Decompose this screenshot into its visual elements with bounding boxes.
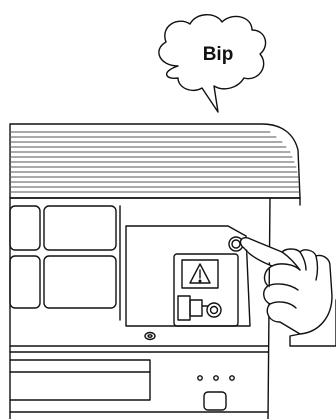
screw	[145, 333, 155, 340]
filter-panel	[10, 206, 40, 250]
signal-receiver	[204, 392, 226, 410]
indicator-light	[214, 376, 218, 380]
pointing-hand-icon	[241, 238, 336, 346]
filter-panel	[10, 256, 40, 308]
filter-panel	[44, 256, 116, 308]
filter-panel	[44, 206, 116, 250]
key-switch	[178, 296, 221, 320]
air-conditioner-unit	[10, 124, 300, 419]
indicator-light	[230, 376, 234, 380]
indicator-light	[198, 376, 202, 380]
speech-bubble-text: Bip	[178, 44, 258, 66]
